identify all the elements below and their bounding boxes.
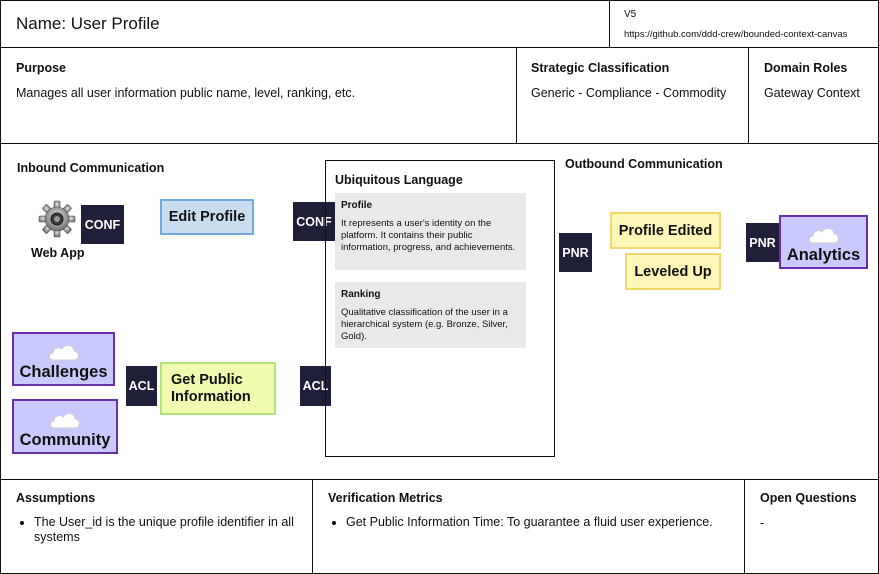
- assumptions-list: The User_id is the unique profile identi…: [16, 515, 314, 545]
- community-label: Community: [19, 431, 111, 449]
- term-title: Ranking: [341, 289, 381, 300]
- term-description: Qualitative classification of the user i…: [341, 307, 508, 342]
- pnr-badge-right: PNR: [746, 223, 779, 262]
- cloud-icon: [808, 228, 839, 244]
- conf-badge-left: CONF: [81, 205, 124, 244]
- header-meta-section: [609, 0, 879, 48]
- term-title: Profile: [341, 200, 373, 211]
- acl-badge-left: ACL: [126, 366, 157, 406]
- outbound-heading: Outbound Communication: [565, 157, 723, 171]
- list-item: The User_id is the unique profile identi…: [34, 515, 314, 545]
- get-public-line2: Information: [171, 388, 251, 405]
- domain-roles-heading: Domain Roles: [764, 61, 848, 75]
- purpose-heading: Purpose: [16, 61, 67, 75]
- context-name: Name: User Profile: [16, 14, 160, 33]
- gear-icon: [38, 200, 76, 238]
- cloud-icon: [48, 345, 79, 361]
- web-app-label: Web App: [31, 246, 85, 260]
- open-questions-heading: Open Questions: [760, 491, 857, 505]
- community-system: Community: [12, 399, 118, 454]
- analytics-system: Analytics: [779, 215, 868, 269]
- term-card-ranking: Ranking Qualitative classification of th…: [335, 282, 526, 348]
- ubiquitous-language-box: [325, 160, 555, 457]
- list-item: Get Public Information Time: To guarante…: [346, 515, 756, 530]
- verification-list: Get Public Information Time: To guarante…: [328, 515, 756, 530]
- assumptions-heading: Assumptions: [16, 491, 96, 505]
- analytics-label: Analytics: [786, 246, 861, 264]
- challenges-label: Challenges: [19, 363, 108, 381]
- purpose-text: Manages all user information public name…: [16, 86, 356, 100]
- term-description: It represents a user's identity on the p…: [341, 218, 516, 253]
- pnr-badge-left: PNR: [559, 233, 592, 272]
- template-url: https://github.com/ddd-crew/bounded-cont…: [624, 29, 848, 40]
- strategic-text: Generic - Compliance - Commodity: [531, 86, 727, 100]
- cloud-icon: [49, 413, 80, 429]
- challenges-system: Challenges: [12, 332, 115, 386]
- ubiquitous-heading: Ubiquitous Language: [335, 173, 463, 187]
- open-questions-text: -: [760, 516, 765, 530]
- version-label: V5: [624, 9, 637, 20]
- verification-heading: Verification Metrics: [328, 491, 443, 505]
- get-public-line1: Get Public: [171, 371, 243, 388]
- edit-profile-command: Edit Profile: [160, 199, 254, 235]
- strategic-heading: Strategic Classification: [531, 61, 670, 75]
- domain-roles-text: Gateway Context: [764, 86, 860, 100]
- get-public-information-query: Get Public Information: [160, 362, 276, 415]
- profile-edited-event: Profile Edited: [610, 212, 721, 249]
- conf-badge-right: CONF: [293, 202, 335, 241]
- term-card-profile: Profile It represents a user's identity …: [335, 193, 526, 270]
- inbound-heading: Inbound Communication: [17, 161, 165, 175]
- leveled-up-event: Leveled Up: [625, 253, 721, 290]
